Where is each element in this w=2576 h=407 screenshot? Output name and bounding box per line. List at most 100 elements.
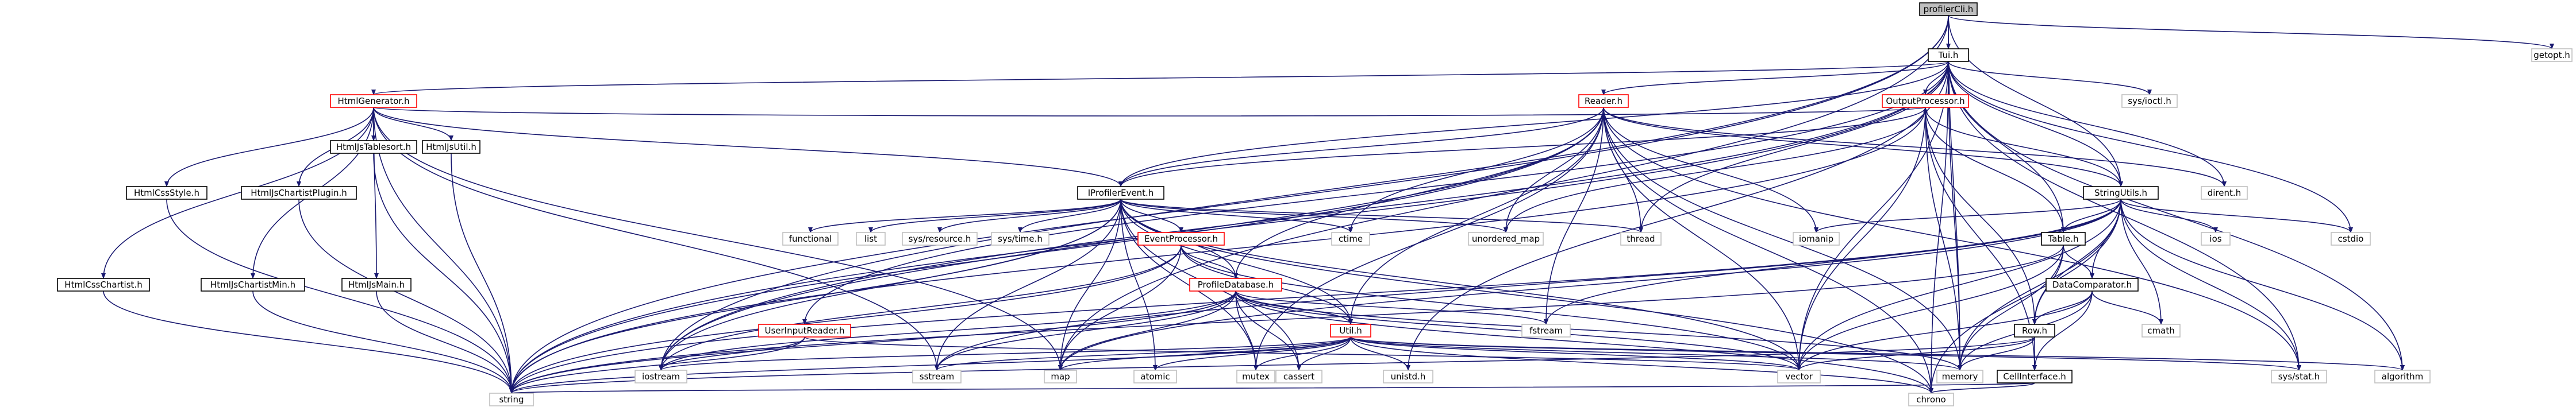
- edge-stringutils-h-to-ios: [2120, 199, 2218, 233]
- edge-tui-h-to-stringutils-h: [1948, 61, 2123, 187]
- node-label-cmath: cmath: [2147, 325, 2174, 336]
- edge-htmlgenerator-h-to-map: [373, 107, 1063, 371]
- node-box-memory: [1936, 370, 1983, 383]
- node-label-iostream: iostream: [642, 371, 680, 382]
- node-htmljstablesort-h[interactable]: HtmlJsTablesort.h: [330, 140, 417, 154]
- node-label-eventprocessor-h: EventProcessor.h: [1144, 234, 1218, 244]
- edge-htmlgenerator-h-to-iprofilerevent-h: [373, 107, 1123, 187]
- node-label-table-h: Table.h: [2047, 234, 2078, 244]
- edge-profiler-h-to-getopt-h: [1948, 15, 2554, 49]
- node-box-sysresource-h: [902, 232, 978, 246]
- node-box-row-h: [2014, 324, 2055, 338]
- node-box-algorithm: [2374, 370, 2431, 383]
- node-iomanip: iomanip: [1793, 232, 1840, 246]
- node-row-h[interactable]: Row.h: [2014, 324, 2055, 338]
- node-label-dirent-h: dirent.h: [2208, 188, 2241, 198]
- node-box-unistd-h: [1383, 370, 1433, 383]
- node-htmljschartistplugin-h[interactable]: HtmlJsChartistPlugin.h: [241, 186, 357, 200]
- node-box-sysioctl-h: [2121, 94, 2178, 108]
- node-datacomparator-h[interactable]: DataComparator.h: [2046, 278, 2139, 292]
- node-box-chrono: [1908, 393, 1954, 406]
- node-profiledatabase-h[interactable]: ProfileDatabase.h: [1189, 278, 1282, 292]
- node-label-row-h: Row.h: [2022, 325, 2047, 336]
- edge-row-h-to-memory: [1958, 336, 2035, 371]
- node-profiler-h[interactable]: profilerCli.h: [1919, 2, 1978, 16]
- edge-htmlgenerator-h-to-outputprocessor-h: [373, 107, 1927, 117]
- node-atomic: atomic: [1133, 370, 1177, 383]
- edge-htmljschartistplugin-h-to-string: [298, 199, 514, 394]
- node-reader-h[interactable]: Reader.h: [1578, 94, 1629, 108]
- edge-htmlcsschartist-h-to-string: [103, 290, 514, 394]
- node-userinputreader-h[interactable]: UserInputReader.h: [758, 324, 851, 338]
- node-eventprocessor-h[interactable]: EventProcessor.h: [1137, 232, 1225, 246]
- node-systime-h: sys/time.h: [991, 232, 1049, 246]
- node-htmljsutil-h[interactable]: HtmlJsUtil.h: [422, 140, 480, 154]
- node-box-outputprocessor-h: [1882, 94, 1969, 108]
- node-cellinterface-h[interactable]: CellInterface.h: [1997, 370, 2073, 383]
- node-stringutils-h[interactable]: StringUtils.h: [2083, 186, 2159, 200]
- edge-reader-h-to-ctime: [1348, 107, 1604, 233]
- edge-reader-h-to-sysstat-h: [1603, 107, 2301, 371]
- edge-htmlgenerator-h-to-htmljsutil-h: [373, 107, 453, 141]
- node-htmljsmain-h[interactable]: HtmlJsMain.h: [341, 278, 412, 292]
- edge-outputprocessor-h-to-iprofilerevent-h: [1118, 107, 1926, 187]
- edge-stringutils-h-to-string: [509, 199, 2121, 394]
- node-label-cassert: cassert: [1283, 371, 1314, 382]
- edge-tui-h-to-iprofilerevent-h: [1118, 61, 1949, 187]
- node-label-chrono: chrono: [1916, 394, 1946, 405]
- edge-profiler-h-to-iostream: [659, 15, 1949, 371]
- node-getopt-h: getopt.h: [2531, 48, 2573, 62]
- node-util-h[interactable]: Util.h: [1330, 324, 1371, 338]
- node-box-iostream: [635, 370, 687, 383]
- node-box-vector: [1777, 370, 1821, 383]
- edge-stringutils-h-to-cmath: [2120, 199, 2163, 325]
- edge-reader-h-to-stringutils-h: [1603, 107, 2123, 187]
- node-iprofilerevent-h[interactable]: IProfilerEvent.h: [1077, 186, 1164, 200]
- node-htmlcssstyle-h[interactable]: HtmlCssStyle.h: [126, 186, 207, 200]
- node-label-htmljsmain-h: HtmlJsMain.h: [348, 280, 405, 290]
- edge-iprofilerevent-h-to-mutex: [1120, 199, 1258, 371]
- edge-profiledatabase-h-to-fstream: [1235, 290, 1548, 325]
- edge-userinputreader-h-to-string: [509, 336, 805, 394]
- node-label-sysresource-h: sys/resource.h: [909, 234, 971, 244]
- edge-htmlgenerator-h-to-htmljsmain-h: [373, 107, 379, 279]
- node-table-h[interactable]: Table.h: [2041, 232, 2086, 246]
- edge-outputprocessor-h-to-row-h: [1925, 107, 2037, 325]
- edge-iprofilerevent-h-to-systime-h: [1018, 199, 1121, 233]
- edge-util-h-to-unistd-h: [1350, 336, 1410, 371]
- node-htmljschartistmin-h[interactable]: HtmlJsChartistMin.h: [201, 278, 305, 292]
- edge-profiledatabase-h-to-sstream: [935, 290, 1236, 371]
- node-htmlgenerator-h[interactable]: HtmlGenerator.h: [330, 94, 417, 108]
- edge-table-h-to-datacomparator-h: [2063, 245, 2094, 279]
- edge-tui-h-to-reader-h: [1601, 61, 1949, 95]
- node-label-atomic: atomic: [1140, 371, 1170, 382]
- edge-outputprocessor-h-to-table-h: [1925, 107, 2066, 233]
- node-label-mutex: mutex: [1242, 371, 1270, 382]
- node-label-cstdio: cstdio: [2338, 234, 2364, 244]
- node-label-unordered-map: unordered_map: [1472, 234, 1540, 245]
- edge-eventprocessor-h-to-vector: [1181, 245, 1801, 371]
- node-box-string: [489, 393, 534, 406]
- node-label-htmlgenerator-h: HtmlGenerator.h: [337, 96, 409, 106]
- node-tui-h[interactable]: Tui.h: [1928, 48, 1969, 62]
- node-mutex: mutex: [1236, 370, 1275, 383]
- node-label-datacomparator-h: DataComparator.h: [2052, 280, 2132, 290]
- edge-iprofilerevent-h-to-chrono: [1120, 199, 1933, 394]
- edge-profiler-h-to-string: [509, 15, 1949, 394]
- edge-reader-h-to-vector: [1603, 107, 1801, 371]
- node-label-outputprocessor-h: OutputProcessor.h: [1886, 96, 1964, 106]
- edge-row-h-to-vector: [1797, 336, 2035, 371]
- edges-layer: [101, 15, 2554, 394]
- node-box-table-h: [2041, 232, 2086, 246]
- edge-util-h-to-algorithm: [1350, 336, 2405, 371]
- node-box-userinputreader-h: [758, 324, 851, 338]
- edge-datacomparator-h-to-cmath: [2091, 290, 2163, 325]
- node-map: map: [1044, 370, 1077, 383]
- node-iostream: iostream: [635, 370, 687, 383]
- node-cmath: cmath: [2141, 324, 2181, 338]
- node-outputprocessor-h[interactable]: OutputProcessor.h: [1882, 94, 1969, 108]
- node-string: string: [489, 393, 534, 406]
- node-box-htmljsutil-h: [422, 140, 480, 154]
- node-htmlcsschartist-h[interactable]: HtmlCssChartist.h: [57, 278, 150, 292]
- edge-profiledatabase-h-to-iostream: [659, 290, 1236, 371]
